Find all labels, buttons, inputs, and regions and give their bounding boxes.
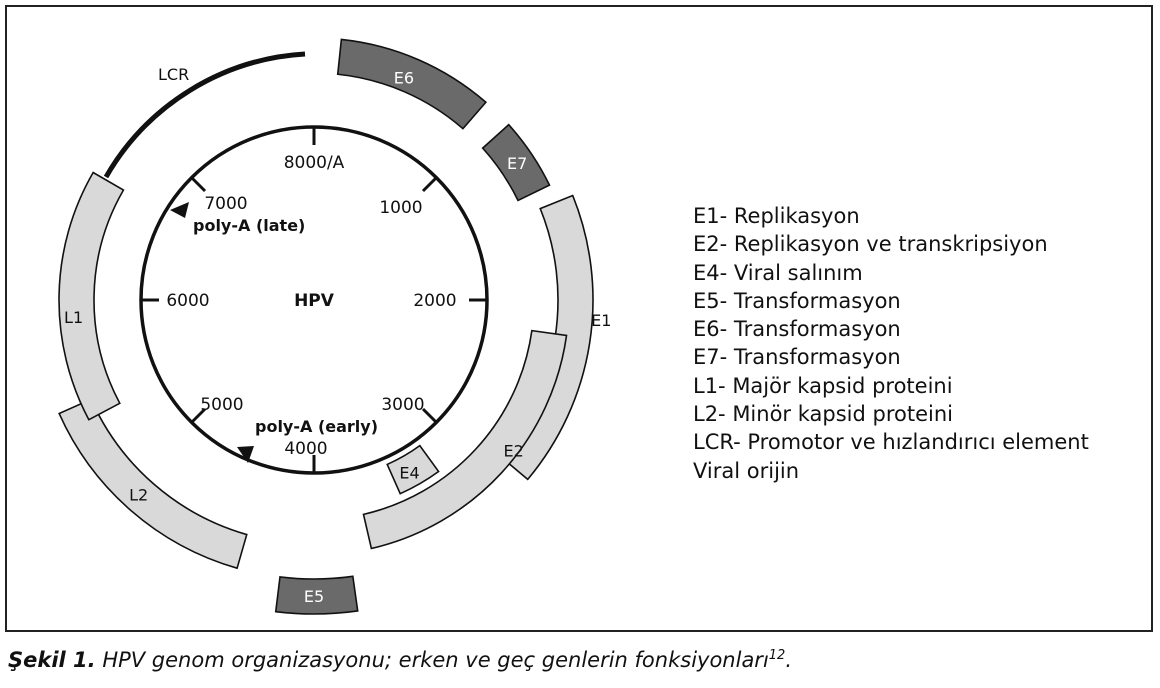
legend-item: LCR- Promotor ve hızlandırıcı element — [693, 430, 1089, 455]
polya-early-arrow-icon — [237, 446, 254, 463]
gene-block-e4 — [386, 444, 440, 495]
tick-label-1000: 1000 — [379, 198, 422, 218]
gene-label-l2: L2 — [129, 486, 148, 505]
gene-label-e7: E7 — [507, 154, 527, 173]
gene-block-l1 — [58, 171, 125, 421]
legend-item: E4- Viral salınım — [693, 260, 863, 285]
figure-frame — [5, 5, 1153, 632]
legend-item: L1- Majör kapsid proteini — [693, 373, 953, 398]
tick-label-4000: 4000 — [284, 439, 327, 459]
legend-item: E6- Transformasyon — [693, 317, 901, 342]
legend-item: E7- Transformasyon — [693, 345, 901, 370]
legend-item: E1- Replikasyon — [693, 204, 860, 228]
polya-late-label: poly-A (late) — [193, 216, 305, 235]
polya-early-label: poly-A (early) — [255, 417, 378, 436]
tick-label-8000: 8000/A — [284, 153, 345, 173]
lcr-label: LCR — [158, 65, 189, 84]
gene-block-e1 — [499, 194, 594, 481]
gene-block-e2 — [362, 329, 568, 550]
legend-item: E2- Replikasyon ve transkripsiyon — [693, 232, 1048, 257]
caption-label: Şekil 1. — [8, 648, 96, 672]
polya-late-arrow-icon — [170, 202, 189, 218]
caption-reference: 12 — [768, 648, 786, 663]
legend-item: Viral orijin — [693, 458, 800, 483]
gene-label-e5: E5 — [304, 587, 324, 606]
gene-block-e5 — [274, 575, 359, 615]
gene-label-e6: E6 — [394, 68, 414, 87]
tick-label-5000: 5000 — [200, 395, 243, 415]
tick-label-3000: 3000 — [381, 395, 424, 415]
lcr-arc — [103, 51, 306, 179]
caption-text: HPV genom organizasyonu; erken ve geç ge… — [95, 648, 769, 672]
tick-marks — [141, 127, 487, 473]
legend-item: E5- Transformasyon — [693, 288, 901, 313]
legend-item: L2- Minör kapsid proteini — [693, 402, 953, 427]
gene-block-e7 — [481, 123, 551, 202]
gene-label-l1: L1 — [64, 308, 83, 327]
center-label: HPV — [294, 291, 335, 311]
gene-label-e4: E4 — [399, 463, 419, 482]
gene-label-e1: E1 — [591, 311, 611, 330]
figure-caption: Şekil 1. HPV genom organizasyonu; erken … — [8, 648, 792, 672]
tick-label-7000: 7000 — [204, 194, 247, 214]
gene-label-e2: E2 — [504, 441, 524, 460]
hpv-genome-diagram: 8000/A 1000 2000 3000 4000 5000 6000 700… — [58, 38, 611, 615]
caption-end: . — [785, 648, 793, 672]
gene-block-e6 — [336, 38, 488, 130]
tick-label-6000: 6000 — [166, 291, 209, 311]
tick-label-2000: 2000 — [413, 291, 456, 311]
gene-block-l2 — [58, 398, 248, 570]
